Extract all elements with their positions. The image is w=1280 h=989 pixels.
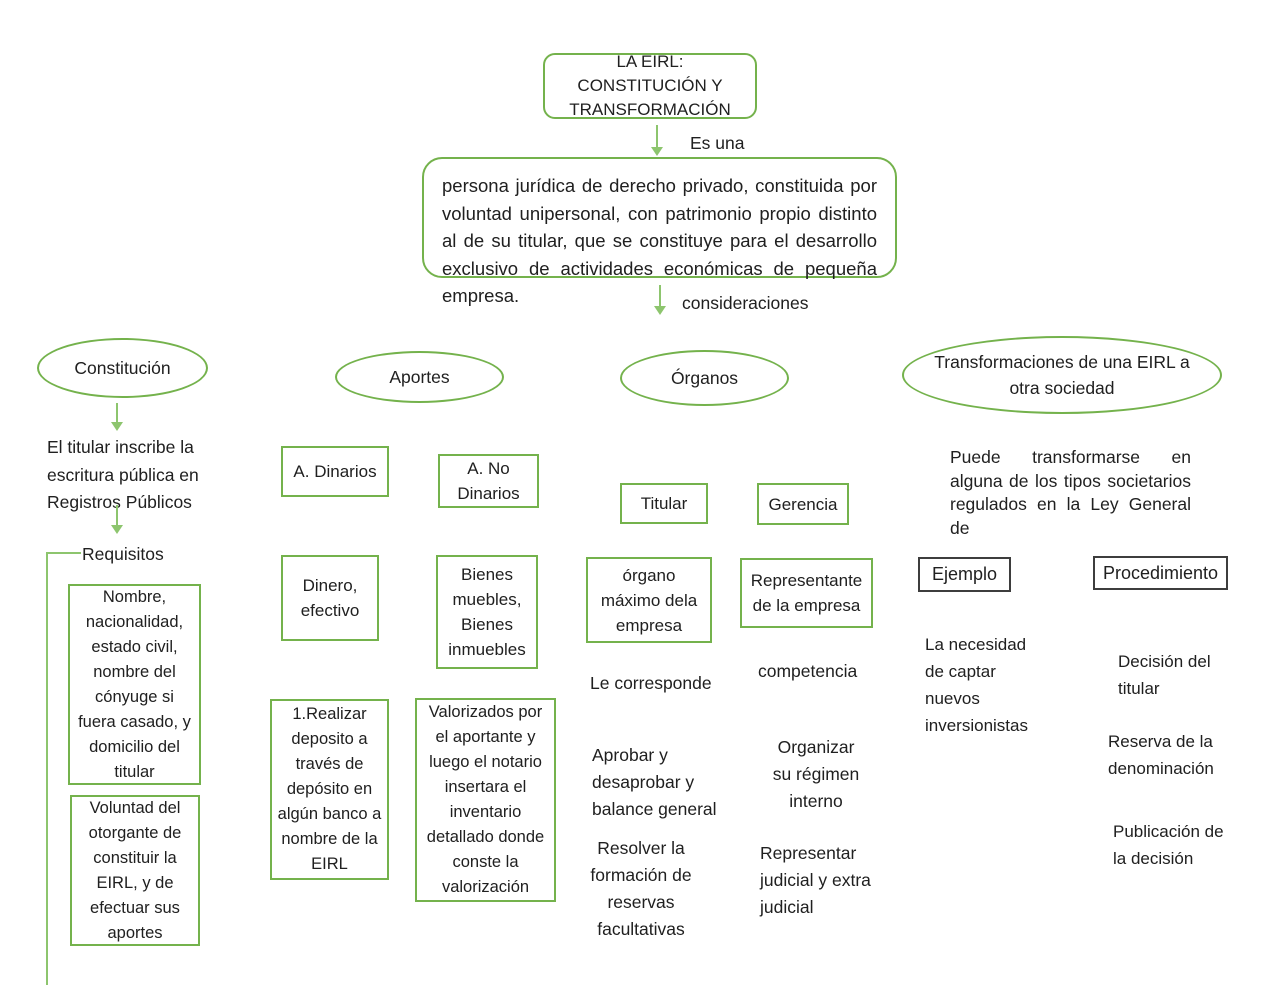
transformaciones-label: Transformaciones de una EIRL a otra soci…: [934, 352, 1190, 398]
constitucion-ellipse: Constitución: [37, 338, 208, 398]
le-corresponde-label: Le corresponde: [590, 673, 712, 693]
dinero-efectivo-box: Dinero, efectivo: [281, 555, 379, 641]
organo-maximo-box: órgano máximo dela empresa: [586, 557, 712, 643]
gerencia-label: Gerencia: [768, 494, 838, 514]
arrow-head: [654, 306, 666, 315]
procedimiento-box: Procedimiento: [1093, 556, 1228, 590]
aportes-dinarios-box: A. Dinarios: [281, 446, 389, 497]
down-arrow-icon: [650, 125, 664, 156]
bienes-box: Bienes muebles, Bienes inmuebles: [436, 555, 538, 669]
valorizados-box: Valorizados por el aportante y luego el …: [415, 698, 556, 902]
publicacion-decision-text: Publicación de la decisión: [1113, 822, 1224, 868]
competencia-label: competencia: [758, 661, 858, 681]
aportes-ellipse: Aportes: [335, 351, 504, 403]
realizar-deposito-box: 1.Realizar deposito a través de depósito…: [270, 699, 389, 880]
aportes-label: Aportes: [389, 367, 450, 387]
titular-box: Titular: [620, 483, 708, 524]
down-arrow-icon: [110, 403, 124, 431]
valorizados-text: Valorizados por el aportante y luego el …: [426, 703, 545, 896]
dinero-efectivo-text: Dinero, efectivo: [300, 576, 360, 620]
representante-text: Representante de la empresa: [750, 571, 863, 615]
title-box: LA EIRL: CONSTITUCIÓN Y TRANSFORMACIÓN: [543, 52, 757, 119]
gerencia-box: Gerencia: [757, 483, 849, 525]
es-una-label: Es una: [690, 133, 745, 153]
requisito-2-text: Voluntad del otorgante de constituir la …: [88, 798, 182, 942]
ejemplo-box: Ejemplo: [918, 557, 1011, 592]
requisito-2-box: Voluntad del otorgante de constituir la …: [70, 795, 200, 946]
arrow-stem: [116, 403, 118, 422]
aportes-no-dinarios-box: A. No Dinarios: [438, 454, 539, 508]
bienes-text: Bienes muebles, Bienes inmuebles: [448, 565, 526, 659]
bracket-line-vertical: [46, 552, 48, 985]
consideraciones-label: consideraciones: [682, 293, 809, 313]
arrow-stem: [659, 285, 661, 306]
organos-ellipse: Órganos: [620, 350, 789, 406]
constitucion-label: Constitución: [74, 358, 171, 378]
necesidad-inversionistas-text: La necesidad de captar nuevos inversioni…: [925, 635, 1028, 735]
aportes-dinarios-label: A. Dinarios: [293, 462, 377, 481]
page-title: LA EIRL: CONSTITUCIÓN Y TRANSFORMACIÓN: [569, 52, 731, 119]
organo-maximo-text: órgano máximo dela empresa: [600, 565, 698, 635]
titular-label: Titular: [640, 494, 688, 513]
organos-label: Órganos: [670, 368, 739, 388]
bracket-line-horizontal: [46, 552, 81, 554]
requisitos-label: Requisitos: [82, 544, 164, 564]
arrow-stem: [656, 125, 658, 147]
organizar-text: Organizar su régimen interno: [772, 737, 860, 811]
requisito-1-box: Nombre, nacionalidad, estado civil, nomb…: [68, 584, 201, 785]
arrow-stem: [116, 505, 118, 525]
representante-box: Representante de la empresa: [740, 558, 873, 628]
aprobar-text: Aprobar y desaprobar y balance general: [592, 745, 717, 819]
aportes-no-dinarios-label: A. No Dinarios: [457, 459, 520, 503]
constitucion-description: El titular inscribe la escritura pública…: [47, 437, 199, 512]
reserva-denominacion-text: Reserva de la denominación: [1108, 732, 1214, 778]
resolver-text: Resolver la formación de reservas facult…: [590, 838, 692, 939]
ejemplo-label: Ejemplo: [931, 564, 998, 584]
decision-titular-text: Decisión del titular: [1118, 652, 1211, 698]
transformaciones-description: Puede transformarse en alguna de los tip…: [950, 447, 1191, 538]
requisito-1-text: Nombre, nacionalidad, estado civil, nomb…: [78, 587, 191, 781]
arrow-head: [651, 147, 663, 156]
arrow-head: [111, 525, 123, 534]
procedimiento-label: Procedimiento: [1102, 562, 1219, 583]
realizar-deposito-text: 1.Realizar deposito a través de depósito…: [277, 705, 382, 873]
transformaciones-ellipse: Transformaciones de una EIRL a otra soci…: [902, 336, 1222, 414]
definition-box: persona jurídica de derecho privado, con…: [422, 157, 897, 306]
down-arrow-icon: [110, 505, 124, 534]
arrow-head: [111, 422, 123, 431]
down-arrow-icon: [653, 285, 667, 315]
representar-text: Representar judicial y extra judicial: [760, 843, 871, 917]
